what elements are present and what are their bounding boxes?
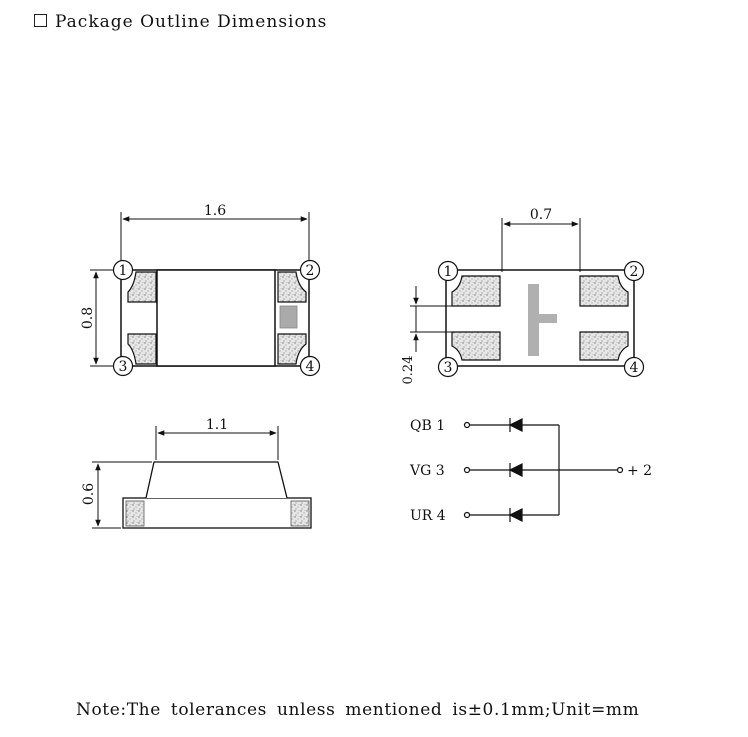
- page-title-text: Package Outline Dimensions: [55, 12, 328, 32]
- bottom-pad-1: [451, 275, 501, 307]
- top-height-label: 0.8: [80, 307, 96, 329]
- bottom-pin-3-label: 3: [444, 360, 453, 376]
- circuit-diagram: [463, 418, 624, 522]
- tolerance-note: Note:The tolerances unless mentioned is±…: [76, 700, 640, 720]
- top-view: [90, 212, 321, 377]
- top-width-label: 1.6: [204, 203, 226, 219]
- top-pad-4: [277, 333, 307, 365]
- top-pin-3-label: 3: [119, 359, 128, 375]
- bottom-pin-2-label: 2: [630, 264, 639, 280]
- page-title: Package Outline Dimensions: [34, 12, 327, 32]
- side-pad-right: [290, 500, 310, 527]
- bottom-pin-4-label: 4: [630, 360, 639, 376]
- top-pad-2: [277, 271, 307, 303]
- top-pad-1: [127, 271, 157, 303]
- circuit-label-qb1: QB 1: [410, 418, 445, 434]
- top-pin-2-label: 2: [306, 263, 315, 279]
- side-pad-left: [125, 500, 145, 527]
- bottom-spacing-label: 0.7: [530, 207, 552, 223]
- bottom-view-labels: 0.7 0.24 1 2 3 4: [401, 207, 639, 384]
- side-height-label: 0.6: [81, 483, 97, 505]
- side-view-labels: 1.1 0.6: [81, 417, 228, 505]
- circuit-labels: QB 1 VG 3 UR 4 + 2: [409, 418, 652, 524]
- top-view-labels: 1.6 0.8 1 2 3 4: [80, 203, 315, 375]
- circuit-label-common: + 2: [627, 463, 652, 479]
- bottom-pad-4: [579, 331, 629, 361]
- bottom-pad-label: 0.24: [401, 356, 416, 385]
- top-pad-3: [127, 333, 157, 365]
- side-top-width-label: 1.1: [206, 417, 228, 433]
- side-view: [92, 426, 312, 529]
- top-pin-1-label: 1: [119, 263, 128, 279]
- bottom-pin-1-label: 1: [444, 264, 453, 280]
- bottom-pad-2: [579, 275, 629, 307]
- cathode-mark: [279, 305, 298, 329]
- top-pin-4-label: 4: [306, 359, 315, 375]
- bottom-pad-3: [451, 331, 501, 361]
- checkbox-icon: [34, 14, 47, 27]
- circuit-label-ur4: UR 4: [410, 508, 446, 524]
- circuit-label-vg3: VG 3: [409, 463, 445, 479]
- polarity-mark: [528, 284, 539, 356]
- bottom-view: [410, 218, 645, 378]
